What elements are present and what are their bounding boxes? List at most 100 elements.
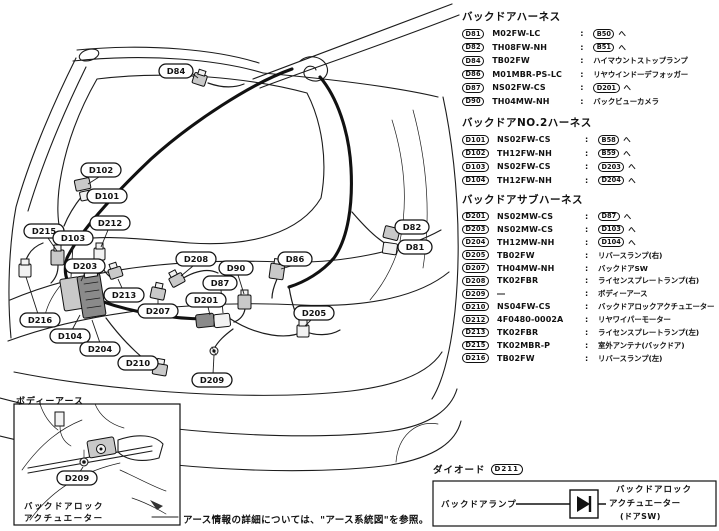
label-d103: D103	[52, 230, 94, 246]
connector-code: M01MBR-PS-LC	[492, 69, 562, 79]
table-row: D101 NS02FW-CS : B58 へ	[462, 133, 718, 147]
svg-text:D209: D209	[200, 375, 224, 385]
label-d204: D204	[79, 341, 121, 357]
inset-caption-line1: バックドアロック	[24, 502, 105, 512]
dest-text: ハイマウントストップランプ	[593, 56, 688, 66]
colon: :	[585, 340, 589, 350]
table-row: D216 TB02FW : リバースランプ(左)	[462, 352, 718, 365]
svg-text:D102: D102	[89, 165, 113, 175]
svg-text:D101: D101	[95, 191, 119, 201]
label-d102: D102	[80, 162, 122, 178]
svg-text:D84: D84	[167, 66, 186, 76]
dest-text: リヤワイパーモーター	[598, 315, 671, 325]
diode-right-label-line3: (ドアSW)	[620, 512, 661, 521]
connector-id-badge: D102	[462, 148, 490, 158]
connector-id-badge: D216	[462, 353, 490, 363]
table-backdoor-sub-harness: バックドアサブハーネス D201 NS02MW-CS : D87 へ D203 …	[462, 192, 718, 365]
connector-code: TK02MBR-P	[497, 340, 551, 350]
diode-right-label-line2: アクチュエーター	[609, 499, 681, 509]
table-row: D90 TH04MW-NH : バックビューカメラ	[462, 95, 718, 109]
dest-text: ライセンスプレートランプ(右)	[598, 276, 700, 286]
table-row: D104 TH12FW-NH : D204 へ	[462, 174, 718, 188]
svg-text:D205: D205	[302, 308, 326, 318]
dest-badge: B59	[598, 148, 620, 158]
connector-code: NS02FW-CS	[497, 135, 551, 145]
dest-text: リバースランプ(左)	[598, 353, 663, 363]
connector-code: 4F0480-0002A	[497, 315, 564, 325]
connector-id-badge: D103	[462, 162, 490, 172]
connector-code: TH12FW-NH	[497, 175, 552, 185]
connector-code: TH04MW-NH	[492, 96, 550, 106]
table-row: D84 TB02FW : ハイマウントストップランプ	[462, 54, 718, 68]
colon: :	[585, 211, 589, 221]
label-d104: D104	[49, 328, 91, 344]
connector-d208	[168, 269, 186, 288]
connector-code: TH12FW-NH	[497, 148, 552, 158]
connector-d213	[107, 261, 124, 280]
connector-code: TB02FW	[492, 56, 530, 66]
label-d87: D87	[202, 275, 238, 291]
connector-id-badge: D104	[462, 175, 490, 185]
connector-id-badge: D215	[462, 340, 490, 351]
table-row: D210 NS04FW-CS : バックドアロックアクチュエーター	[462, 300, 718, 313]
dest-text: リバースランプ(右)	[598, 250, 663, 260]
colon: :	[580, 96, 584, 106]
table-title: バックドアサブハーネス	[462, 194, 583, 206]
connector-code: TH04MW-NH	[497, 263, 555, 273]
dest-badge: D103	[598, 224, 625, 235]
svg-text:D207: D207	[146, 306, 170, 316]
connector-id-badge: D101	[462, 135, 490, 145]
connector-d215	[50, 244, 65, 266]
connector-id-badge: D204	[462, 237, 490, 247]
label-d209: D209	[191, 372, 233, 388]
svg-text:D210: D210	[126, 358, 150, 368]
table-row: D205 TB02FW : リバースランプ(右)	[462, 249, 718, 262]
svg-text:D104: D104	[58, 331, 82, 341]
svg-text:D81: D81	[406, 242, 425, 252]
ground-terminal-d209	[209, 346, 219, 356]
dest-text: ボディーアース	[598, 289, 648, 299]
label-inset-d209: D209	[56, 470, 98, 486]
colon: :	[580, 69, 584, 79]
dest-text: ライセンスプレートランプ(左)	[598, 327, 700, 337]
label-d203: D203	[64, 258, 106, 274]
dest-text: へ	[618, 42, 626, 52]
colon: :	[585, 289, 589, 299]
connector-code: NS02MW-CS	[497, 224, 554, 234]
diode-left-label: バックドアランプ	[441, 500, 517, 510]
connector-id-badge: D209	[462, 289, 490, 299]
svg-text:D204: D204	[88, 344, 112, 354]
body-earth-inset: D209	[13, 403, 181, 526]
table-row: D103 NS02FW-CS : D203 へ	[462, 160, 718, 174]
connector-code: TH12MW-NH	[497, 237, 555, 247]
table-row: D203 NS02MW-CS : D103 へ	[462, 223, 718, 236]
ground-info-footnote: アース情報の詳細については、"アース系統図"を参照。	[183, 515, 429, 526]
connector-id-badge: D210	[462, 301, 490, 312]
connector-code: NS02MW-CS	[497, 211, 554, 221]
label-d210: D210	[117, 355, 159, 371]
svg-text:D208: D208	[184, 254, 208, 264]
connector-id-badge: D86	[462, 69, 485, 79]
colon: :	[585, 135, 589, 145]
connector-id-badge: D82	[462, 42, 485, 52]
dest-badge: D104	[598, 237, 625, 247]
connector-code: TK02FBR	[497, 327, 539, 337]
colon: :	[580, 42, 584, 52]
dest-text: リヤウインドーデフォッガー	[593, 69, 689, 79]
dest-text: へ	[628, 237, 636, 247]
inset-caption-line2: アクチュエーター	[24, 514, 104, 524]
diode-box-art	[432, 480, 717, 527]
table-row: D212 4F0480-0002A : リヤワイパーモーター	[462, 313, 718, 326]
colon: :	[585, 315, 589, 325]
label-d86: D86	[277, 251, 313, 267]
connector-d90	[237, 289, 252, 310]
connector-code: TK02FBR	[497, 276, 539, 286]
svg-text:D201: D201	[194, 295, 218, 305]
dest-badge: D201	[593, 83, 620, 93]
dest-badge: B50	[593, 29, 615, 39]
connector-d84	[191, 68, 208, 87]
label-d212: D212	[89, 215, 131, 231]
label-d213: D213	[103, 287, 145, 303]
dest-text: バックドアSW	[598, 263, 648, 273]
